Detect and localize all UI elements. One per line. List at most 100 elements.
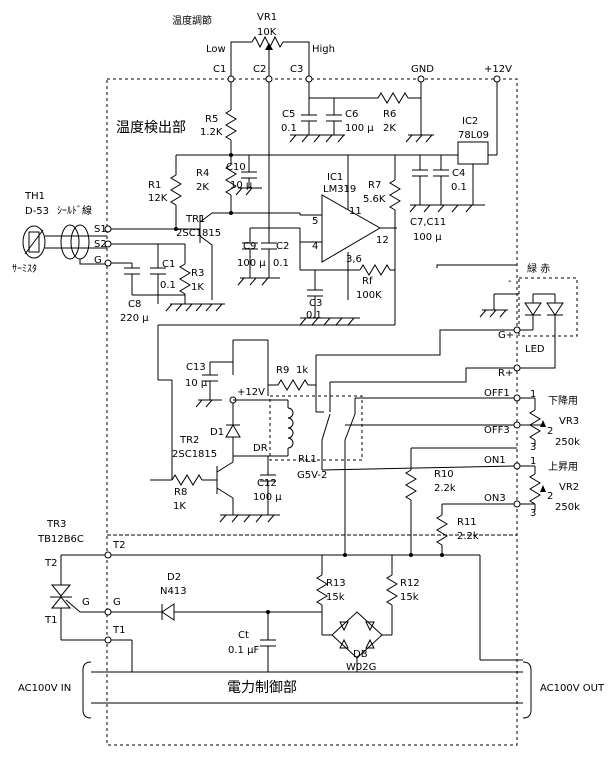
thermistor-label: ｻｰﾐｽﾀ [12, 263, 37, 275]
r3-value: 1K [191, 282, 204, 293]
vr2-label: VR2 [559, 482, 579, 493]
c1-node-label: C1 [213, 64, 226, 75]
r12-value: 15k [400, 592, 419, 603]
pin4-label: 4 [312, 241, 318, 252]
pin5-label: 5 [312, 216, 318, 227]
pin12-label: 12 [376, 235, 389, 246]
c9-value: 100 μ [237, 258, 266, 269]
vr1-label: VR1 [257, 12, 277, 23]
rl1-label: RL1 [298, 454, 317, 465]
c6-label: C6 [345, 109, 358, 120]
vr2-potentiometer [520, 465, 546, 510]
r3-resistor [179, 263, 191, 295]
c2-terminal [265, 75, 273, 83]
ic1-comparator [321, 194, 381, 263]
off3-terminal [513, 421, 521, 429]
th1-label: TH1 [24, 191, 45, 202]
relay-contacts [315, 355, 356, 535]
r1-resistor [170, 174, 182, 206]
vr1-potentiometer [230, 35, 310, 63]
gnd-terminal [417, 75, 425, 83]
ground-symbol-c5 [289, 134, 345, 143]
r7-resistor [389, 179, 401, 211]
ground-symbol-tr2 [219, 514, 280, 523]
db-label: DB [353, 649, 368, 660]
tr3-value: TB12B6C [37, 534, 84, 545]
off1-label: OFF1 [484, 388, 510, 399]
on3-terminal [513, 500, 521, 508]
ic1-label: IC1 [327, 172, 343, 183]
vr2-value: 250k [555, 502, 580, 513]
ground-symbol-1 [165, 303, 200, 312]
r1-label: R1 [148, 180, 161, 191]
rplus-label: R+ [498, 368, 513, 379]
on3-label: ON3 [484, 493, 506, 504]
power-section-title: 電力制御部 [227, 680, 297, 696]
r7-label: R7 [368, 180, 381, 191]
ct-label: Ct [238, 630, 249, 641]
c2-value: 0.1 [273, 258, 289, 269]
c7-c11-capacitor [412, 169, 428, 177]
c1-label: C1 [162, 259, 175, 270]
c4-value: 0.1 [451, 182, 467, 193]
c2-capacitor [261, 242, 277, 250]
ac-in-label: AC100V IN [18, 683, 71, 694]
temp-adjust-label: 温度調節 [172, 14, 212, 27]
c5-value: 0.1 [281, 123, 297, 134]
r1-value: 12K [148, 193, 168, 204]
c4-label: C4 [452, 168, 465, 179]
up-temp-label: 上昇用 [548, 461, 578, 473]
c5-capacitor [301, 114, 317, 122]
r4-resistor [225, 164, 237, 196]
rf-resistor [359, 264, 391, 276]
led-minus: - [508, 276, 512, 287]
relay-coil [287, 407, 294, 449]
r13-label: R13 [326, 578, 346, 589]
r10-label: R10 [434, 469, 454, 480]
ground-symbol-c13 [195, 399, 222, 408]
c4-capacitor [433, 169, 449, 177]
ground-symbol-led [479, 309, 508, 318]
high-label: High [312, 44, 335, 55]
led-box [518, 277, 578, 337]
vr3-pin3: 3 [530, 442, 536, 453]
d53-label: D-53 [25, 206, 49, 217]
g-terminal-power [104, 608, 112, 616]
on1-terminal [513, 462, 521, 470]
c7-c11-value: 100 μ [413, 232, 442, 243]
dr-label: DR [253, 443, 268, 454]
ac-in-plug [82, 661, 92, 719]
t2-outer-label: T2 [44, 558, 57, 569]
c3-label: C3 [309, 298, 322, 309]
gplus-label: G+ [498, 330, 514, 341]
r8-resistor [171, 474, 203, 486]
power-section-box [106, 534, 518, 746]
thermistor-symbol [22, 224, 107, 265]
t1-outer-label: T1 [44, 615, 57, 626]
c2-label: C2 [276, 241, 289, 252]
g-label: G [113, 597, 121, 608]
c8-label: C8 [128, 299, 141, 310]
ic2-regulator [457, 141, 489, 165]
off1-terminal [513, 394, 521, 402]
tr1-value: 2SC1815 [176, 228, 221, 239]
off3-label: OFF3 [484, 425, 510, 436]
tr1-transistor [199, 212, 231, 300]
r3-label: R3 [191, 268, 204, 279]
s2-label: S2 [94, 239, 107, 250]
ac-out-label: AC100V OUT [540, 683, 605, 694]
r5-label: R5 [205, 114, 218, 125]
rf-label: Rf [362, 276, 373, 287]
shield-label: ｼｰﾙﾄﾞ線 [57, 204, 92, 217]
r6-value: 2K [383, 123, 396, 134]
d1-diode [225, 424, 241, 438]
d1-label: D1 [210, 427, 224, 438]
r9-value: 1k [296, 365, 308, 376]
r9-label: R9 [276, 365, 289, 376]
r9-resistor [277, 379, 309, 391]
pin36-label: 3,6 [346, 254, 362, 265]
rplus-terminal [513, 364, 521, 372]
c8-value: 220 μ [120, 313, 149, 324]
ground-symbol-gnd [405, 134, 434, 143]
green-red-label: 緑 赤 [527, 262, 550, 275]
